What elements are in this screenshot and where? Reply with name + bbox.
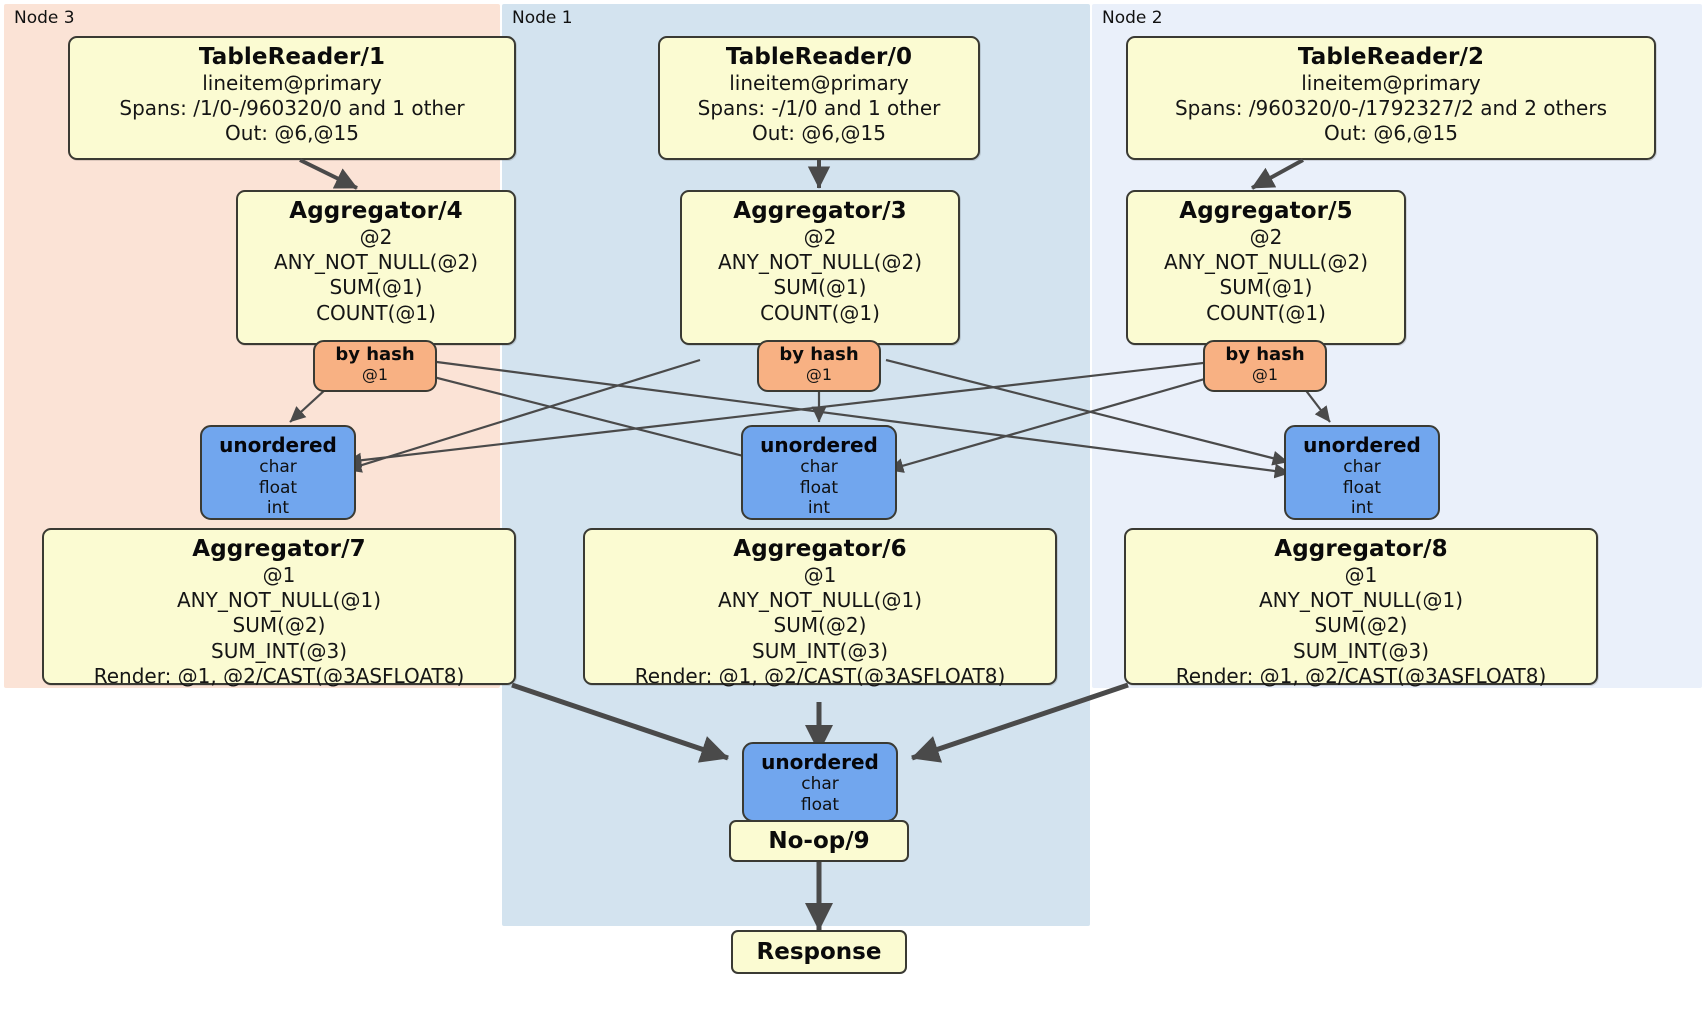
synchronizer-unordered-node-3[interactable]: unordered char float int [200,425,356,520]
router-detail-line: @1 [1251,364,1279,384]
processor-render-line: Render: @1, @2/CAST(@3ASFLOAT8) [634,663,1006,688]
processor-detail-line: SUM_INT(@3) [752,638,888,663]
processor-title: Aggregator/3 [733,198,907,224]
synchronizer-unordered-node-1[interactable]: unordered char float int [741,425,897,520]
processor-title: Aggregator/6 [733,536,907,562]
synchronizer-title: unordered [1303,433,1421,457]
processor-render-line: Render: @1, @2/CAST(@3ASFLOAT8) [93,663,465,688]
processor-aggregator-8[interactable]: Aggregator/8 @1 ANY_NOT_NULL(@1) SUM(@2)… [1124,528,1598,688]
router-title: by hash [1225,344,1305,365]
processor-detail-line: SUM(@1) [773,275,867,300]
processor-title: Response [756,939,882,965]
processor-title: Aggregator/5 [1179,198,1353,224]
processor-aggregator-7[interactable]: Aggregator/7 @1 ANY_NOT_NULL(@1) SUM(@2)… [42,528,516,688]
processor-detail-line: ANY_NOT_NULL(@2) [274,250,478,275]
synchronizer-type-line: float [258,477,298,498]
processor-detail-line: lineitem@primary [1301,71,1481,96]
processor-tablereader-0[interactable]: TableReader/0 lineitem@primary Spans: -/… [658,36,980,160]
processor-detail-line: COUNT(@1) [316,300,436,325]
processor-title: Aggregator/8 [1274,536,1448,562]
processor-aggregator-6[interactable]: Aggregator/6 @1 ANY_NOT_NULL(@1) SUM(@2)… [583,528,1057,688]
processor-detail-line: lineitem@primary [202,71,382,96]
processor-detail-line: ANY_NOT_NULL(@1) [177,588,381,613]
processor-detail-line: ANY_NOT_NULL(@2) [1164,250,1368,275]
processor-detail-line: Spans: -/1/0 and 1 other [697,96,941,121]
processor-detail-line: @1 [1344,563,1378,588]
processor-detail-line: Spans: /1/0-/960320/0 and 1 other [119,96,465,121]
router-title: by hash [779,344,859,365]
router-by-hash-node-1[interactable]: by hash @1 [757,340,881,392]
synchronizer-type-line: float [1342,477,1382,498]
router-title: by hash [335,344,415,365]
processor-title: Aggregator/4 [289,198,463,224]
router-detail-line: @1 [361,364,389,384]
processor-detail-line: SUM(@1) [329,275,423,300]
processor-detail-line: SUM_INT(@3) [211,638,347,663]
processor-detail-line: Out: @6,@15 [752,121,886,146]
synchronizer-type-line: int [807,498,831,519]
synchronizer-unordered-node-2[interactable]: unordered char float int [1284,425,1440,520]
processor-aggregator-5[interactable]: Aggregator/5 @2 ANY_NOT_NULL(@2) SUM(@1)… [1126,190,1406,345]
processor-detail-line: Out: @6,@15 [1324,121,1458,146]
processor-detail-line: Out: @6,@15 [225,121,359,146]
synchronizer-type-line: int [1350,498,1374,519]
synchronizer-title: unordered [219,433,337,457]
synchronizer-type-line: char [1343,457,1381,477]
processor-detail-line: ANY_NOT_NULL(@1) [718,588,922,613]
node-panel-label: Node 2 [1102,8,1163,28]
processor-detail-line: lineitem@primary [729,71,909,96]
processor-detail-line: SUM(@2) [1314,613,1408,638]
processor-detail-line: ANY_NOT_NULL(@1) [1259,588,1463,613]
router-detail-line: @1 [805,364,833,384]
processor-detail-line: @1 [803,563,837,588]
processor-detail-line: @2 [803,225,837,250]
processor-detail-line: SUM(@1) [1219,275,1313,300]
processor-detail-line: @2 [359,225,393,250]
processor-detail-line: SUM(@2) [773,613,867,638]
processor-aggregator-3[interactable]: Aggregator/3 @2 ANY_NOT_NULL(@2) SUM(@1)… [680,190,960,345]
processor-tablereader-2[interactable]: TableReader/2 lineitem@primary Spans: /9… [1126,36,1656,160]
processor-aggregator-4[interactable]: Aggregator/4 @2 ANY_NOT_NULL(@2) SUM(@1)… [236,190,516,345]
processor-title: TableReader/0 [725,44,913,70]
processor-detail-line: SUM(@2) [232,613,326,638]
router-by-hash-node-2[interactable]: by hash @1 [1203,340,1327,392]
processor-title: No-op/9 [768,828,870,854]
processor-detail-line: COUNT(@1) [760,300,880,325]
processor-detail-line: Spans: /960320/0-/1792327/2 and 2 others [1174,96,1607,121]
processor-detail-line: ANY_NOT_NULL(@2) [718,250,922,275]
node-panel-label: Node 3 [14,8,75,28]
synchronizer-type-line: char [259,457,297,477]
processor-no-op-9[interactable]: No-op/9 [729,820,909,862]
processor-detail-line: @1 [262,563,296,588]
synchronizer-type-line: float [800,794,840,815]
processor-render-line: Render: @1, @2/CAST(@3ASFLOAT8) [1175,663,1547,688]
processor-detail-line: COUNT(@1) [1206,300,1326,325]
processor-tablereader-1[interactable]: TableReader/1 lineitem@primary Spans: /1… [68,36,516,160]
synchronizer-type-line: float [799,477,839,498]
synchronizer-title: unordered [760,433,878,457]
synchronizer-title: unordered [761,750,879,774]
processor-detail-line: @2 [1249,225,1283,250]
processor-title: TableReader/2 [1297,44,1485,70]
processor-response[interactable]: Response [731,930,907,974]
processor-title: TableReader/1 [198,44,386,70]
synchronizer-unordered-final[interactable]: unordered char float [742,742,898,822]
processor-title: Aggregator/7 [192,536,366,562]
synchronizer-type-line: char [800,457,838,477]
synchronizer-type-line: char [801,774,839,794]
processor-detail-line: SUM_INT(@3) [1293,638,1429,663]
synchronizer-type-line: int [266,498,290,519]
node-panel-label: Node 1 [512,8,573,28]
router-by-hash-node-3[interactable]: by hash @1 [313,340,437,392]
